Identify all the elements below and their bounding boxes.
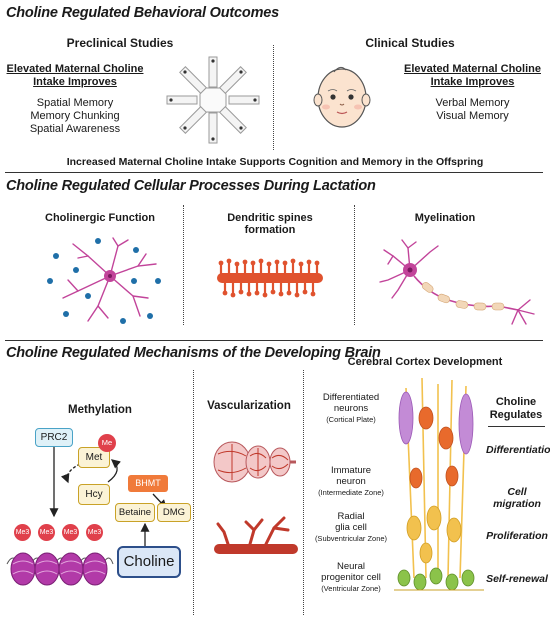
regulates-line: Regulates [489,409,543,421]
layer-name: neuron [336,476,366,487]
methylation-title: Methylation [68,404,132,416]
hcy-to-met-arrow [107,459,121,483]
layer-name: Neural [337,561,365,572]
panel-title-line: Myelination [414,212,476,224]
regulates-underline [488,426,545,427]
cortex-layer-label: Differentiated neurons (Cortical Plate) [306,392,396,425]
panel-title-line: formation [244,224,296,236]
preclinical-heading-line2: Intake Improves [33,76,117,88]
layer-name: progenitor cell [321,572,381,583]
preclinical-title: Preclinical Studies [66,36,174,50]
layer-zone: (Subventricular Zone) [314,534,388,543]
regulated-process: Self-renewal [486,573,548,585]
section-divider [5,172,543,173]
regulated-process: Cell migration [486,486,548,510]
met-box: Met [78,447,110,468]
layer-name: Radial [337,511,365,522]
myelinated-neuron-icon [379,239,535,325]
choline-box: Choline [117,546,181,578]
divider-vertical [193,370,194,615]
me3-badge: Me3 [86,524,103,541]
divider-vertical [183,205,184,325]
panel-title-myelination: Myelination [380,212,510,224]
clinical-heading-line1: Elevated Maternal Choline [404,63,541,75]
layer-zone: (Cortical Plate) [326,415,376,424]
me3-badge: Me3 [38,524,55,541]
preclinical-item: Spatial Awareness [29,123,121,135]
preclinical-heading-line1: Elevated Maternal Choline [6,63,144,75]
blood-vessel-icon [214,516,298,554]
layer-name: Differentiated [322,392,380,403]
regulated-process: Proliferation [486,530,548,542]
divider-vertical [303,370,304,615]
regulated-process-line: migration [493,498,541,510]
cortex-layer-label: Neural progenitor cell (Ventricular Zone… [306,561,396,594]
panel-title-line: Cholinergic Function [45,212,155,224]
section-title-behavioral: Choline Regulated Behavioral Outcomes [6,5,279,21]
regulated-process-line: Cell [507,486,527,498]
choline-regulates-heading: Choline Regulates [488,396,544,422]
clinical-title: Clinical Studies [365,36,455,50]
cortex-title: Cerebral Cortex Development [347,356,503,368]
nucleosome-array-icon [6,552,114,586]
clinical-list: Verbal Memory Visual Memory [395,97,550,123]
me3-badge: Me3 [14,524,31,541]
radial-arm-maze-icon [166,56,260,144]
preclinical-item: Memory Chunking [30,110,120,122]
layer-name: Immature [330,465,372,476]
layer-name: neurons [333,403,369,414]
section-divider [5,340,543,341]
clinical-heading-line2: Intake Improves [430,76,515,88]
divider-vertical [273,45,274,150]
hcy-box: Hcy [78,484,110,505]
cholinergic-neuron-icon [47,237,161,324]
regulates-line: Choline [495,396,537,408]
vascularization-title: Vascularization [207,400,291,412]
prc2-box: PRC2 [35,428,73,447]
met-to-hcy-arrow [60,463,81,484]
panel-title-spines: Dendritic spines formation [195,212,345,236]
brain-vasculature-icon [213,441,296,483]
panel-title-line: Dendritic spines [227,212,313,224]
summary-text: Increased Maternal Choline Intake Suppor… [66,156,484,168]
bhmt-badge: BHMT [128,475,168,492]
divider-vertical [354,205,355,325]
layer-zone: (Ventricular Zone) [321,584,381,593]
cortex-layer-label: Immature neuron (Intermediate Zone) [306,465,396,498]
regulated-process: Differentiation [486,444,550,456]
me-badge: Me [98,434,116,452]
dendritic-spines-icon [217,258,323,298]
section-title-mechanisms: Choline Regulated Mechanisms of the Deve… [6,345,381,361]
layer-zone: (Intermediate Zone) [318,488,384,497]
cortex-layer-label: Radial glia cell (Subventricular Zone) [306,511,396,544]
betaine-box: Betaine [115,503,155,522]
preclinical-item: Spatial Memory [36,97,114,109]
layer-name: glia cell [335,522,367,533]
clinical-heading: Elevated Maternal Choline Intake Improve… [395,63,550,89]
dmg-box: DMG [157,503,191,522]
baby-face-icon [313,66,371,128]
clinical-item: Visual Memory [436,110,509,122]
me3-badge: Me3 [62,524,79,541]
preclinical-heading: Elevated Maternal Choline Intake Improve… [0,63,150,89]
preclinical-list: Spatial Memory Memory Chunking Spatial A… [0,97,150,136]
section-title-lactation: Choline Regulated Cellular Processes Dur… [6,178,376,194]
clinical-item: Verbal Memory [435,97,510,109]
panel-title-cholinergic: Cholinergic Function [20,212,180,224]
cortex-cells-illustration [394,378,484,591]
